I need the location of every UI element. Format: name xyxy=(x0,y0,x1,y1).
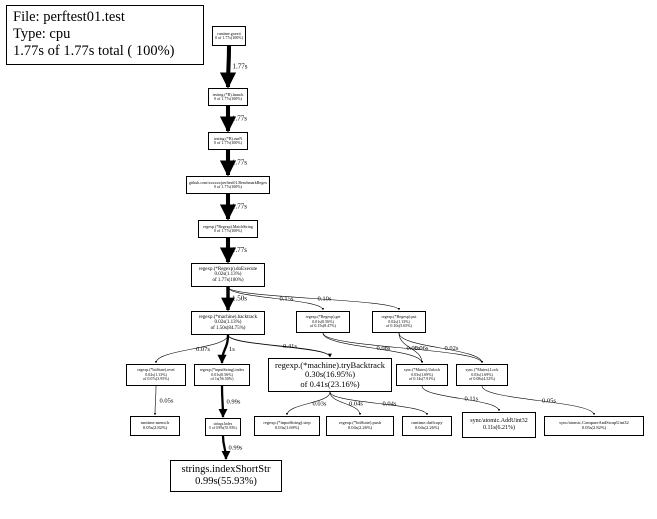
edge-tryBacktrack-duffcopy xyxy=(329,391,429,416)
node-runtime-duffcopy[interactable]: runtime.duffcopy 0.04s(2.26%) xyxy=(402,416,452,436)
edge-label: 1.77s xyxy=(232,159,247,167)
node-inputstring-step[interactable]: regexp.(*inputString).step 0.03s(1.69%) xyxy=(254,416,320,436)
node-machine-trybacktrack[interactable]: regexp.(*machine).tryBacktrack 0.30s(16.… xyxy=(268,358,392,392)
edge-lock-cas xyxy=(481,385,596,416)
edge-label: 0.11s xyxy=(465,396,479,403)
node-mutex-unlock[interactable]: sync.(*Mutex).Unlock 0.03s(1.69%) of 0.1… xyxy=(396,364,448,386)
edge-goexit-tRunner xyxy=(219,45,237,89)
node-regexp-get[interactable]: regexp.(*Regexp).get 0.01s(0.56%) of 0.1… xyxy=(296,311,350,333)
edge-label: 0.05s xyxy=(160,398,174,405)
node-benchmark-regex[interactable]: github.com/xxxxxx/perftest01.BenchmarkRe… xyxy=(186,176,270,194)
edge-backtrack-tryBacktrack xyxy=(227,334,332,358)
node-runtime-goexit[interactable]: runtime.goexit 0 of 1.77s(100%) xyxy=(212,26,246,46)
node-testing-launch[interactable]: testing.(*B).launch 0 of 1.77s(100%) xyxy=(208,88,248,106)
edge-label: 0.05s xyxy=(542,398,556,405)
node-inputstring-index[interactable]: regexp.(*inputString).index 0.01s(0.56%)… xyxy=(194,364,250,386)
edge-label: 0.41s xyxy=(283,343,297,350)
node-testing-runN[interactable]: testing.(*B).runN 0 of 1.77s(100%) xyxy=(208,132,248,150)
edge-label: 0.06s xyxy=(415,345,429,352)
edge-label: 0.03s xyxy=(313,401,327,408)
edge-bitStateReset-memclr xyxy=(153,385,157,416)
node-mutex-lock[interactable]: sync.(*Mutex).Lock 0.03s(1.69%) of 0.08s… xyxy=(456,364,508,386)
edge-label: 1.50s xyxy=(232,295,247,303)
edge-label: 1.77s xyxy=(232,246,247,254)
edge-unlock-addUint32 xyxy=(421,385,501,412)
edge-label: 0.02s xyxy=(445,345,459,352)
legend-file: File: perftest01.test xyxy=(13,9,125,25)
node-regexp-doexecute[interactable]: regexp.(*Regexp).doExecute 0.02s(1.13%) … xyxy=(191,263,265,287)
node-bitstate-reset[interactable]: regexp.(*bitState).reset 0.02s(1.13%) of… xyxy=(126,364,186,386)
node-regexp-put[interactable]: regexp.(*Regexp).put 0.02s(1.13%) of 0.1… xyxy=(372,311,426,333)
edge-label: 0.15s xyxy=(280,296,294,303)
edge-put-lock xyxy=(398,332,484,364)
edge-backtrack-bitStateReset xyxy=(154,334,229,364)
edge-get-unlock xyxy=(322,332,424,364)
node-atomic-adduint32[interactable]: sync/atomic.AddUint32 0.11s(6.21%) xyxy=(462,412,536,438)
edge-label: 0.99s xyxy=(229,445,243,452)
edge-doExecute-get xyxy=(227,286,325,311)
edge-inputIndex-stringsIndex xyxy=(218,385,228,418)
edge-label: 0.06s xyxy=(407,345,421,352)
edge-put-unlock xyxy=(398,332,424,364)
node-bitstate-push[interactable]: regexp.(*bitState).push 0.04s(2.26%) xyxy=(326,416,394,436)
edge-label: 0.10s xyxy=(318,296,332,303)
legend-type: Type: cpu xyxy=(13,26,71,42)
profile-legend: File: perftest01.test Type: cpu 1.77s of… xyxy=(6,5,204,65)
edge-stringsIndex-indexShortStr xyxy=(221,435,231,460)
node-atomic-compareandswap[interactable]: sync/atomic.CompareAndSwapUint32 0.05s(2… xyxy=(544,416,644,436)
edge-doExecute-put xyxy=(227,286,401,311)
legend-total: 1.77s of 1.77s total ( 100%) xyxy=(13,43,175,59)
node-strings-index[interactable]: strings.Index 0 of 0.99s(55.93%) xyxy=(205,418,241,436)
node-strings-indexshortstr[interactable]: strings.indexShortStr 0.99s(55.93%) xyxy=(170,460,282,492)
edge-tryBacktrack-inputStep xyxy=(285,391,331,416)
edge-label: 0.04s xyxy=(349,401,363,408)
edge-get-lock xyxy=(322,332,484,364)
node-machine-backtrack[interactable]: regexp.(*machine).backtrack 0.02s(1.13%)… xyxy=(191,311,265,335)
edge-label: 0.04s xyxy=(383,401,397,408)
edge-tryBacktrack-push xyxy=(329,391,362,416)
edge-label: 1.77s xyxy=(233,63,248,71)
edge-label: 0.07s xyxy=(196,346,210,353)
edge-label: 1.77s xyxy=(232,203,247,211)
edge-backtrack-inputIndex xyxy=(217,334,230,364)
node-regexp-matchstring[interactable]: regexp.(*Regexp).MatchString 0 of 1.77s(… xyxy=(198,220,258,238)
node-runtime-memclr[interactable]: runtime.memclr 0.05s(2.82%) xyxy=(130,416,180,436)
edge-label: 1.77s xyxy=(232,115,247,123)
edge-label: 1s xyxy=(229,346,235,353)
edge-label: 0.08s xyxy=(377,345,391,352)
edge-label: 0.99s xyxy=(227,399,241,406)
